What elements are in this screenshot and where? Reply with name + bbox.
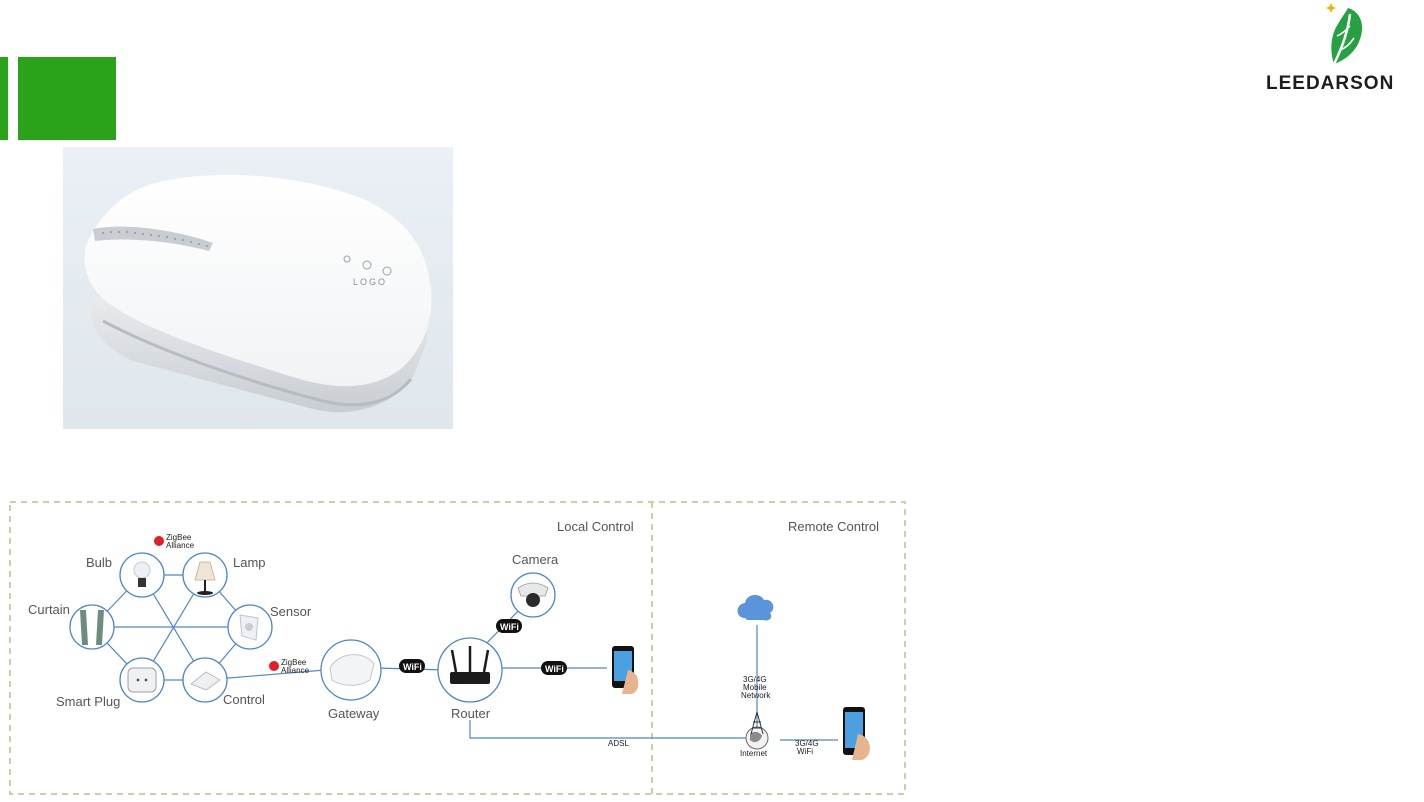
label-gateway: Gateway bbox=[328, 706, 380, 721]
label-router: Router bbox=[451, 706, 491, 721]
svg-text:WiFi: WiFi bbox=[403, 662, 422, 672]
device-bulb bbox=[120, 553, 164, 597]
device-logo-text: LOGO bbox=[353, 277, 387, 287]
wifi-badge-router-phone: WiFi bbox=[541, 661, 567, 675]
wifi-badge-gateway-router: WiFi bbox=[399, 659, 425, 673]
label-curtain: Curtain bbox=[28, 602, 70, 617]
zigbee-badge-gateway: ZigBee Alliance bbox=[269, 658, 310, 675]
device-gateway bbox=[321, 640, 381, 700]
device-sensor bbox=[228, 605, 272, 649]
phone-local bbox=[612, 646, 638, 694]
device-curtain bbox=[70, 605, 114, 649]
device-smart-plug bbox=[120, 658, 164, 702]
adsl-line bbox=[470, 720, 757, 738]
label-smart-plug: Smart Plug bbox=[56, 694, 120, 709]
accent-bar-thin bbox=[0, 57, 8, 140]
section-local-label: Local Control bbox=[557, 519, 634, 534]
device-camera bbox=[511, 573, 555, 617]
brand-name: LEEDARSON bbox=[1266, 73, 1394, 95]
cloud-icon bbox=[738, 595, 774, 621]
label-adsl: ADSL bbox=[608, 739, 629, 748]
label-control: Control bbox=[223, 692, 265, 707]
svg-text:Alliance: Alliance bbox=[166, 541, 195, 550]
label-bulb: Bulb bbox=[86, 555, 112, 570]
phone-remote bbox=[843, 707, 870, 760]
device-lamp bbox=[183, 553, 227, 597]
gateway-product-photo: LOGO bbox=[63, 147, 453, 429]
label-mobile-network-3: Network bbox=[741, 691, 771, 700]
accent-bar-wide bbox=[18, 57, 116, 140]
label-internet: Internet bbox=[740, 749, 768, 758]
svg-text:WiFi: WiFi bbox=[545, 664, 564, 674]
svg-text:Alliance: Alliance bbox=[281, 666, 310, 675]
device-router bbox=[438, 638, 502, 702]
label-sensor: Sensor bbox=[270, 604, 312, 619]
zigbee-badge-top: ZigBee Alliance bbox=[154, 533, 195, 550]
section-remote-label: Remote Control bbox=[788, 519, 879, 534]
label-phone-link-2: WiFi bbox=[797, 747, 813, 756]
label-camera: Camera bbox=[512, 552, 559, 567]
wifi-badge-router-camera: WiFi bbox=[496, 619, 522, 633]
label-lamp: Lamp bbox=[233, 555, 266, 570]
network-diagram: Local Control Remote Control bbox=[0, 490, 920, 802]
device-control bbox=[183, 658, 227, 702]
svg-text:WiFi: WiFi bbox=[500, 622, 519, 632]
